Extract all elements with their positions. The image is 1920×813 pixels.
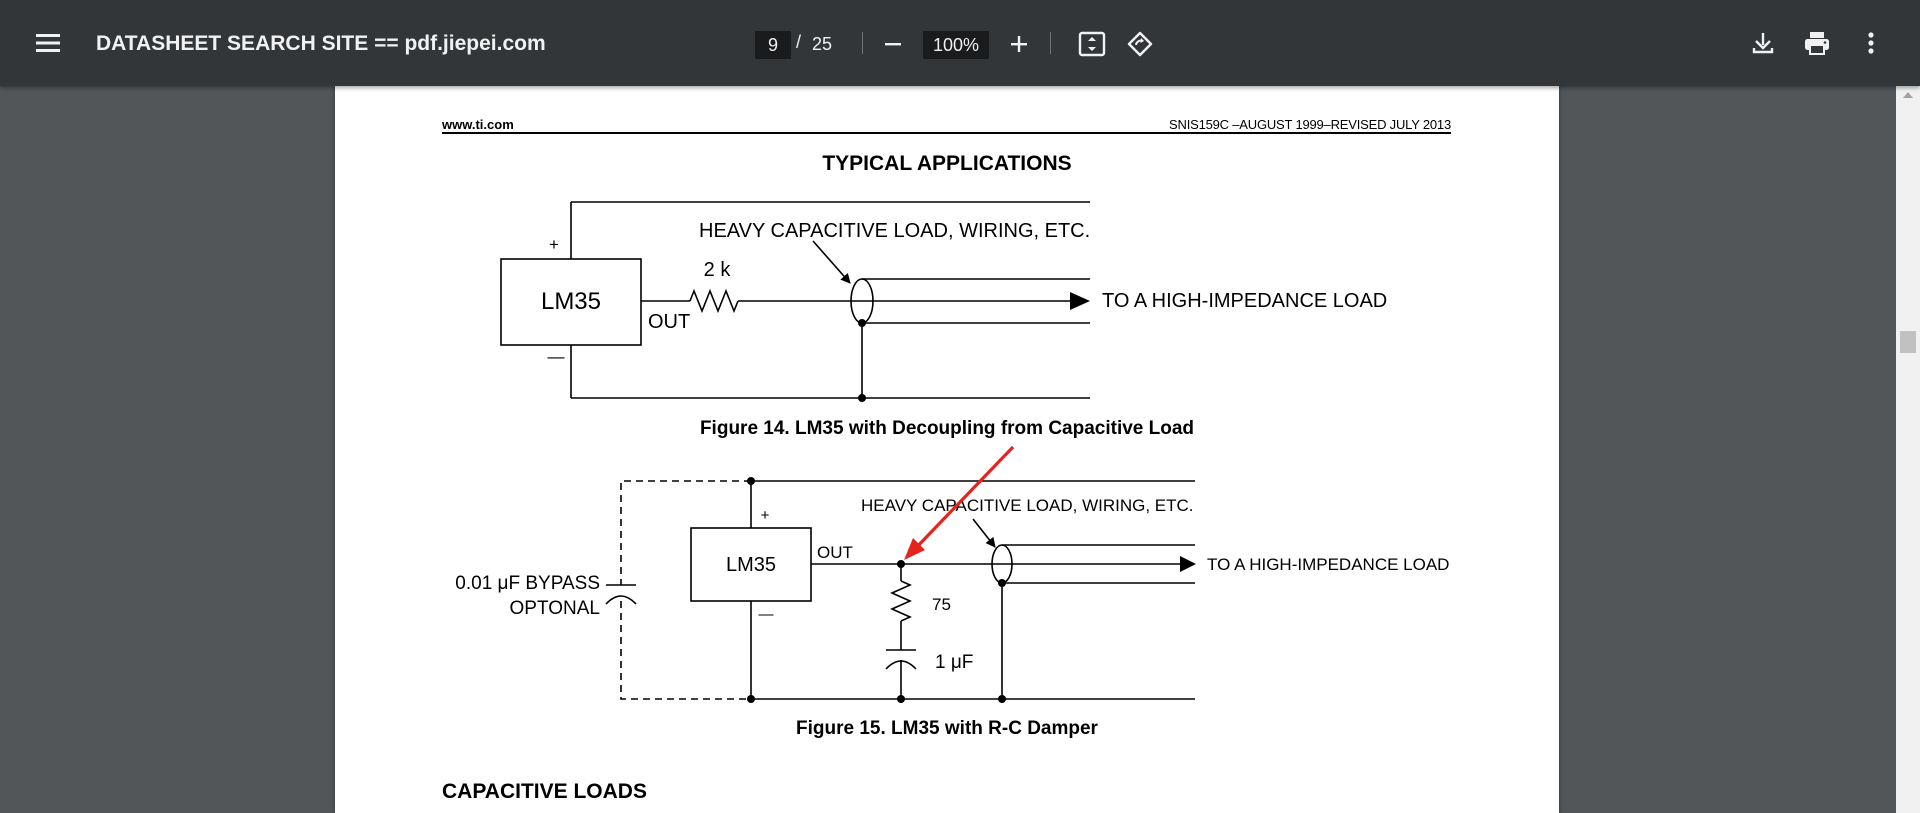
fig15-plus-label: + <box>761 507 770 524</box>
junction-dot <box>858 319 866 327</box>
junction-dot <box>998 579 1006 587</box>
download-icon <box>1752 33 1774 54</box>
figure14-caption: Figure 14. LM35 with Decoupling from Cap… <box>699 418 1195 439</box>
figure15-schematic: LM35 + — OUT 0.01 μF BYPASS OPTONAL 75 1… <box>455 445 1449 703</box>
rotate-icon <box>1127 31 1153 57</box>
fig14-out-label: OUT <box>648 311 690 333</box>
fig15-out-label: OUT <box>817 543 853 562</box>
signal-arrow-head <box>1070 292 1090 310</box>
junction-dot <box>897 560 905 568</box>
zoom-out-icon <box>885 43 901 46</box>
page-header-website: www.ti.com <box>442 117 514 132</box>
vertical-scrollbar[interactable] <box>1896 86 1920 813</box>
fig14-ic-label: LM35 <box>541 288 601 315</box>
page-total: 25 <box>812 34 833 54</box>
zoom-out-button[interactable] <box>876 27 910 61</box>
fig15-resistor-label: 75 <box>932 595 951 614</box>
next-section-title: CAPACITIVE LOADS <box>442 780 647 803</box>
fig14-plus-label: + <box>549 235 559 254</box>
fit-page-icon <box>1078 31 1106 57</box>
zoom-in-icon <box>1011 36 1027 52</box>
zoom-level-input[interactable] <box>923 31 989 59</box>
more-options-button[interactable] <box>1854 24 1888 62</box>
fig15-minus-label: — <box>759 606 774 623</box>
pdf-page: www.ti.com SNIS159C –AUGUST 1999–REVISED… <box>335 86 1559 813</box>
download-button[interactable] <box>1744 24 1782 62</box>
page-header-docnumber: SNIS159C –AUGUST 1999–REVISED JULY 2013 <box>1169 117 1451 132</box>
junction-dot <box>858 394 866 402</box>
rotate-button[interactable] <box>1122 26 1158 62</box>
fig15-destination-label: TO A HIGH-IMPEDANCE LOAD <box>1207 555 1449 574</box>
fig15-bypass-label-line2: OPTONAL <box>510 598 600 619</box>
scroll-up-arrow[interactable] <box>1896 86 1920 104</box>
page-separator: / <box>796 32 802 52</box>
section-title: TYPICAL APPLICATIONS <box>822 152 1072 175</box>
scrollbar-thumb[interactable] <box>1900 331 1916 353</box>
junction-dot <box>747 477 755 485</box>
print-icon <box>1805 32 1829 55</box>
signal-arrow-head <box>1180 556 1196 572</box>
fit-page-button[interactable] <box>1074 26 1110 62</box>
page-number-input[interactable] <box>755 31 791 59</box>
figure14-schematic: LM35 + — 2 k OUT HEAVY CAPACITIVE LOAD, … <box>500 201 1387 402</box>
menu-button[interactable] <box>28 23 68 63</box>
fig14-resistor-label: 2 k <box>704 259 732 281</box>
print-button[interactable] <box>1797 24 1837 62</box>
junction-dot <box>897 695 905 703</box>
fig15-ic-label: LM35 <box>726 554 776 576</box>
fig14-load-note: HEAVY CAPACITIVE LOAD, WIRING, ETC. <box>699 220 1090 242</box>
fig15-bypass-label-line1: 0.01 μF BYPASS <box>455 573 600 594</box>
junction-dot <box>998 695 1006 703</box>
fig14-destination-label: TO A HIGH-IMPEDANCE LOAD <box>1102 290 1387 312</box>
toolbar-divider <box>862 32 863 54</box>
menu-icon <box>36 34 60 52</box>
figure15-caption: Figure 15. LM35 with R-C Damper <box>796 718 1098 739</box>
fig15-capacitor-label: 1 μF <box>935 652 973 673</box>
zoom-in-button[interactable] <box>1002 27 1036 61</box>
fig15-load-note: HEAVY CAPACITIVE LOAD, WIRING, ETC. <box>861 496 1194 515</box>
page-header-rule <box>442 132 1451 134</box>
junction-dot <box>747 695 755 703</box>
more-icon <box>1868 32 1874 54</box>
fig14-minus-label: — <box>548 347 565 366</box>
red-annotation-arrow <box>904 445 1015 560</box>
pdf-toolbar: DATASHEET SEARCH SITE == pdf.jiepei.com … <box>0 0 1920 86</box>
toolbar-divider <box>1050 32 1051 54</box>
document-title: DATASHEET SEARCH SITE == pdf.jiepei.com <box>96 32 546 55</box>
